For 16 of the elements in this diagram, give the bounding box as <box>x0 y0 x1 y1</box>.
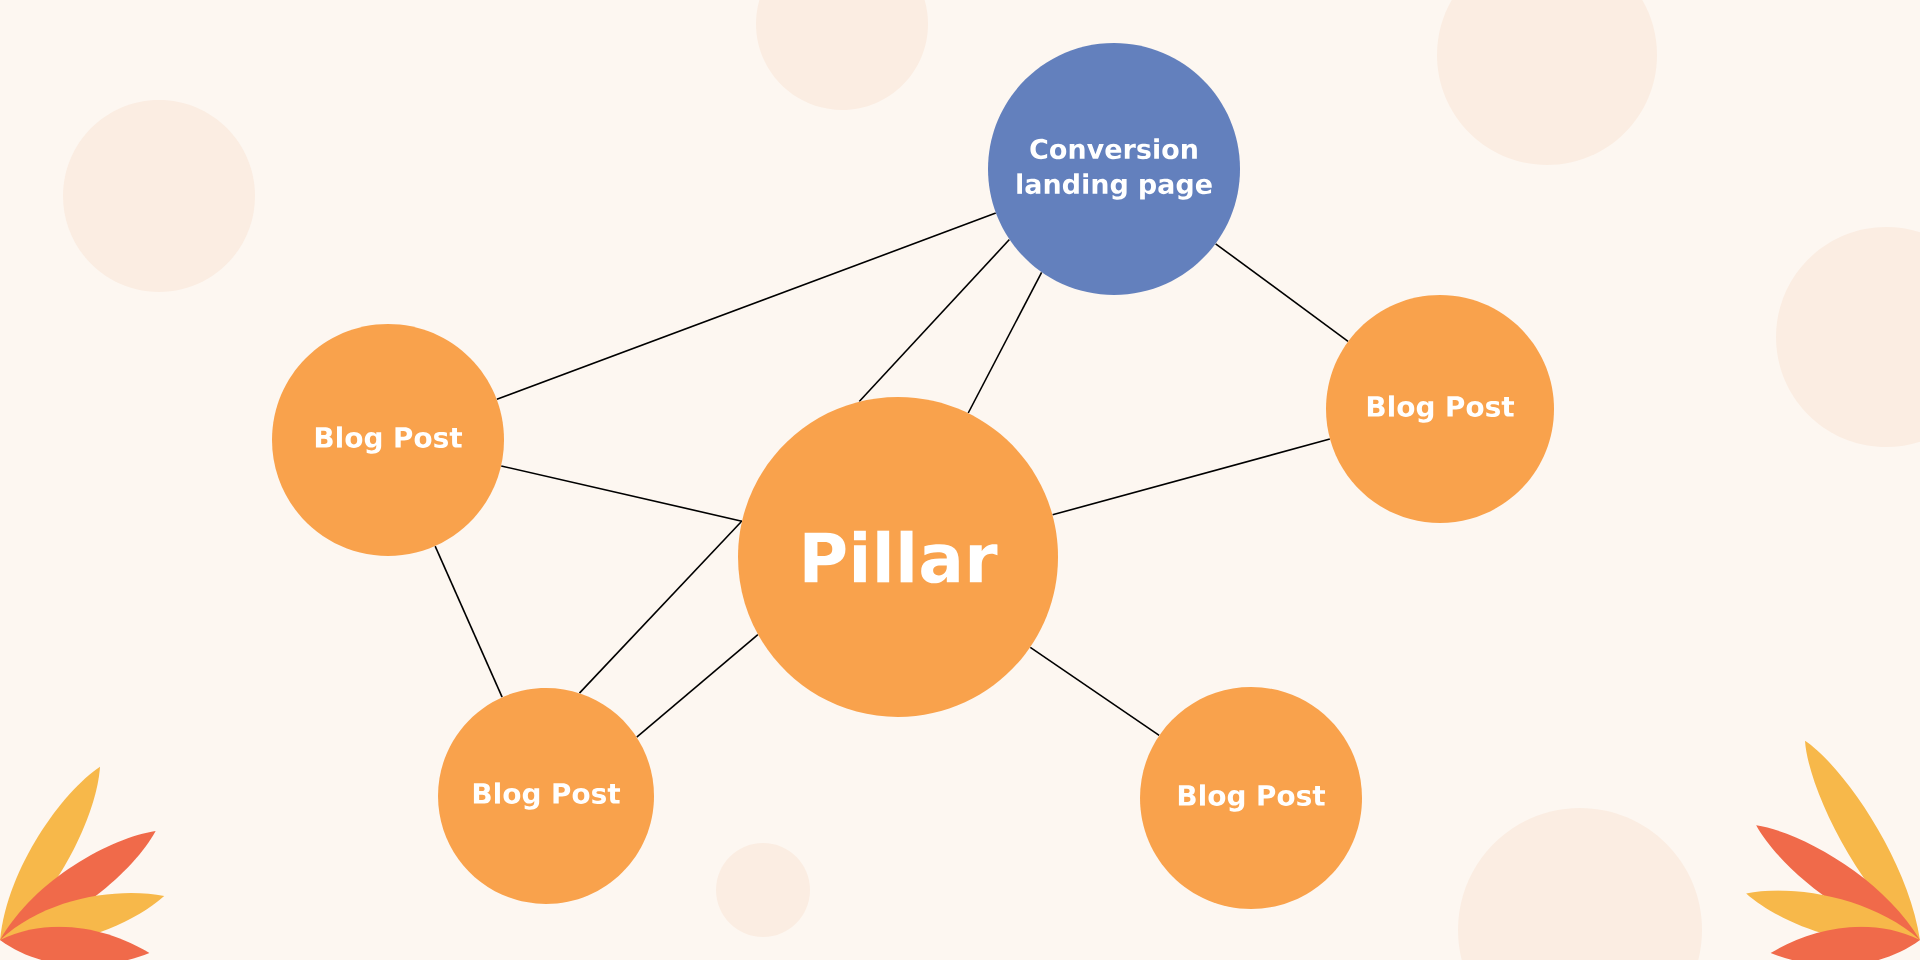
connector-line <box>1051 438 1331 516</box>
connector-line <box>858 238 1011 403</box>
circle-node: Conversion landing page <box>988 43 1240 295</box>
connector-line <box>496 212 997 401</box>
connector-line <box>1214 243 1349 343</box>
connector-line <box>635 633 759 738</box>
circle-node: Blog Post <box>1326 295 1554 523</box>
circle-node: Pillar <box>738 397 1058 717</box>
connector-line <box>967 271 1043 414</box>
connector-line <box>434 545 503 698</box>
connector-line <box>1029 646 1160 737</box>
circle-node: Blog Post <box>272 324 504 556</box>
circle-node: Blog Post <box>438 688 654 904</box>
circle-node: Blog Post <box>1140 687 1362 909</box>
connector-line <box>500 465 743 522</box>
connector-line <box>578 520 743 694</box>
